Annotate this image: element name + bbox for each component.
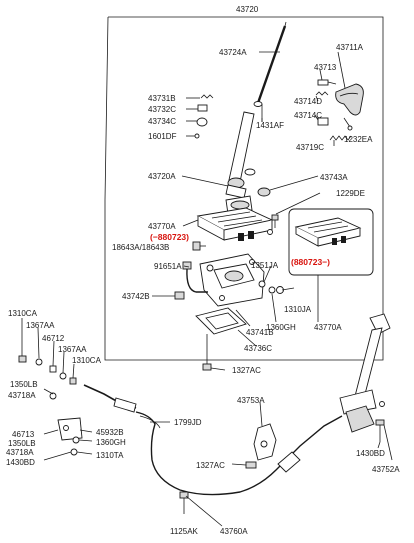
label-1367aa-mid: 1367AA <box>58 345 87 354</box>
label-1232ea: 1232EA <box>344 135 373 144</box>
label-43714c: 43714C <box>294 111 322 120</box>
pin-43713 <box>317 79 337 86</box>
bushing-43743a <box>257 187 271 197</box>
leader-lines <box>21 51 393 527</box>
label-1310ca-top: 1310CA <box>8 309 38 318</box>
label-43711a: 43711A <box>336 43 364 52</box>
shift-knob <box>335 83 364 116</box>
label-43743a: 43743A <box>320 173 348 182</box>
label-43732c: 43732C <box>148 105 176 114</box>
label-43724a: 43724A <box>219 48 247 57</box>
label-1367aa-top: 1367AA <box>26 321 55 330</box>
label-1350lb-bottom: 1350LB <box>8 439 36 448</box>
label-1310ca-mid: 1310CA <box>72 356 102 365</box>
screw-1232ea <box>343 117 353 131</box>
label-43714d: 43714D <box>294 97 322 106</box>
left-fasteners <box>18 355 77 400</box>
nut-1351ja <box>258 280 266 288</box>
button-43714c <box>317 117 329 126</box>
bolt-1125ak <box>179 491 189 514</box>
transmission-lever <box>339 313 391 442</box>
label-1431af: 1431AF <box>256 121 284 130</box>
label-1601df: 1601DF <box>148 132 177 141</box>
indicator-plate-left <box>196 207 274 241</box>
label-43752a: 43752A <box>372 465 400 474</box>
label-43734c: 43734C <box>148 117 176 126</box>
label-1350lb-top: 1350LB <box>10 380 38 389</box>
lever-body <box>225 111 256 199</box>
label-43718a-bottom: 43718A <box>6 448 34 457</box>
gasket-43736c <box>195 307 247 335</box>
label-880723-after: (880723−) <box>291 257 330 267</box>
washer-1310ja <box>268 286 284 294</box>
label-46712: 46712 <box>42 334 65 343</box>
base-bracket <box>199 253 265 307</box>
spring-43719c <box>329 135 352 141</box>
label-43742b: 43742B <box>122 292 150 301</box>
cable-bracket-left <box>57 417 83 456</box>
label-1229de: 1229DE <box>336 189 365 198</box>
label-880723-before: (−880723) <box>150 232 189 242</box>
label-43736c: 43736C <box>244 344 272 353</box>
wire-91651a <box>174 261 208 300</box>
label-43719c: 43719C <box>296 143 324 152</box>
label-1360gh-left: 1360GH <box>96 438 126 447</box>
label-43753a: 43753A <box>237 396 265 405</box>
label-1327ac-upper: 1327AC <box>232 366 261 375</box>
control-cable <box>83 384 343 496</box>
label-43731b: 43731B <box>148 94 176 103</box>
bracket-43753a <box>245 423 277 469</box>
label-1430bd-left: 1430BD <box>6 458 35 467</box>
small-parts-stack <box>194 94 214 139</box>
label-1327ac-lower: 1327AC <box>196 461 225 470</box>
label-43760a: 43760A <box>220 527 248 536</box>
screw-1229de <box>271 214 279 228</box>
label-45932b: 45932B <box>96 428 124 437</box>
label-43741b: 43741B <box>246 328 274 337</box>
label-43720a: 43720A <box>148 172 176 181</box>
label-1430bd-right: 1430BD <box>356 449 385 458</box>
shift-rod <box>253 21 287 107</box>
label-18643a-18643b: 18643A/18643B <box>112 243 169 252</box>
label-1125ak: 1125AK <box>170 527 199 536</box>
label-46713: 46713 <box>12 430 35 439</box>
label-43713: 43713 <box>314 63 337 72</box>
assembly-frame <box>104 16 384 361</box>
spring-43714d <box>315 91 329 96</box>
label-1351ja: 1351JA <box>251 261 279 270</box>
bulb-18643 <box>192 241 206 251</box>
label-43718a-top: 43718A <box>8 391 36 400</box>
part-labels: 43720 43724A 43711A 43713 43714D 43714C … <box>6 5 400 536</box>
label-43770a-left: 43770A <box>148 222 176 231</box>
label-43770a-right: 43770A <box>314 323 342 332</box>
label-1310ta: 1310TA <box>96 451 124 460</box>
clip-part <box>267 229 273 235</box>
label-43720: 43720 <box>236 5 259 14</box>
label-91651a: 91651A <box>154 262 182 271</box>
bolt-1327ac-upper <box>202 334 212 371</box>
label-1360gh-right: 1360GH <box>266 323 296 332</box>
indicator-plate-box <box>288 208 374 276</box>
label-1310ja-right: 1310JA <box>284 305 312 314</box>
label-1799jd: 1799JD <box>174 418 202 427</box>
